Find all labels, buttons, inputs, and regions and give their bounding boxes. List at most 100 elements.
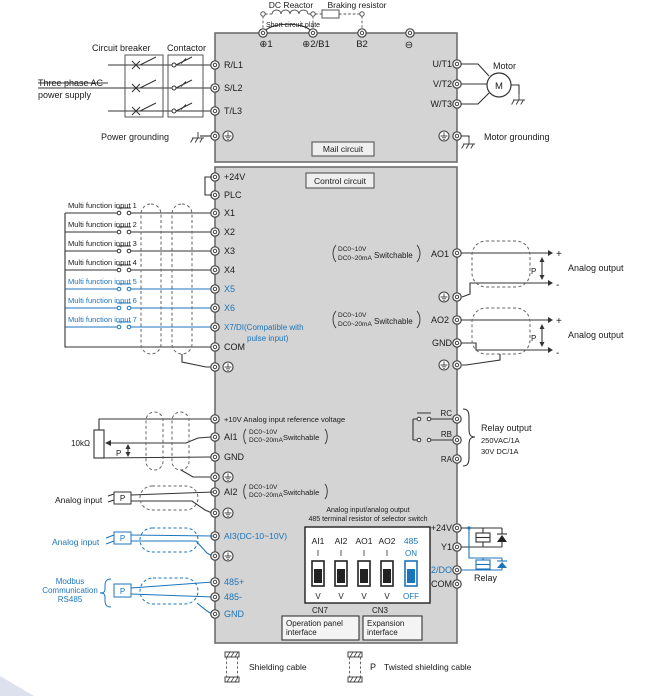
terminal-x1 (210, 208, 220, 218)
dip-header-2: 485 terminal resistor of selector switch (308, 516, 427, 523)
modbus-label-line3: RS485 (58, 595, 83, 604)
control-circuit-label-box (305, 172, 375, 189)
terminal-b2 (357, 28, 367, 38)
terminal-label-485p: 485+ (224, 577, 244, 587)
cn3-label: CN3 (372, 606, 389, 615)
terminal-label-24v-out: +24V (431, 523, 452, 533)
motor-grounding-icon (461, 137, 476, 149)
expansion-line1: Expansion (367, 619, 404, 628)
terminal-pe-right (452, 131, 462, 141)
twisted-pair-p-label: P (120, 494, 125, 503)
shielding-cable-icon (139, 485, 199, 511)
dip-v-mark: V (384, 592, 390, 601)
motor-chassis-ground-icon (511, 93, 526, 105)
shielding-cable-icon (471, 240, 531, 288)
operation-panel-interface-box (281, 615, 360, 641)
digital-output-section: +24V Y1 Y2/DO COM Relay (425, 523, 507, 589)
terminal-label-ut1: U/T1 (432, 59, 452, 69)
terminal-plus2-b1 (308, 28, 318, 38)
terminal-label-ai3: AI3(DC-10~10V) (224, 531, 287, 541)
terminal-24v-out (452, 523, 462, 533)
input-label-7: Multi function input 7 (68, 315, 137, 324)
terminal-label-x6: X6 (224, 303, 235, 313)
main-circuit-panel: Mail circuit (214, 32, 458, 163)
terminal-label-tl3: T/L3 (224, 106, 242, 116)
dip-switch-ai1[interactable] (311, 560, 325, 587)
terminal-485-plus (210, 577, 220, 587)
terminal-label-sl2: S/L2 (224, 83, 243, 93)
terminal-minus (405, 28, 415, 38)
terminal-rc (452, 414, 462, 424)
analog-input-label-ai3: Analog input (52, 537, 100, 547)
terminal-label-ra: RA (441, 455, 453, 464)
twisted-pair-p-label: P (531, 267, 536, 276)
terminal-label-vt2: V/T2 (433, 79, 452, 89)
terminal-label-485gnd: GND (224, 609, 245, 619)
dip-on-label: ON (405, 549, 417, 558)
terminal-label-ao2: AO2 (431, 315, 449, 325)
short-circuit-plate-label: Short circuit plate (266, 22, 320, 29)
terminal-label-rc: RC (440, 409, 452, 418)
dip-v-mark: V (361, 592, 367, 601)
shielding-cable-icon (140, 203, 162, 355)
dip-i-mark: I (317, 549, 319, 558)
power-grounding-label: Power grounding (101, 132, 169, 142)
terminal-label-485m: 485- (224, 592, 242, 602)
earth-icon (222, 507, 234, 519)
dip-v-mark: V (315, 592, 321, 601)
terminal-label-plc: PLC (224, 190, 242, 200)
terminal-x2 (210, 227, 220, 237)
analog-output-label-2: Analog output (568, 330, 624, 340)
digital-input-rows-black (65, 207, 211, 273)
potentiometer-value: 10kΩ (71, 439, 90, 448)
earth-icon (222, 550, 234, 562)
circuit-breaker-icon (131, 56, 157, 116)
terminal-pe (210, 551, 220, 561)
minus-sign: - (556, 280, 559, 291)
motor-label: Motor (493, 61, 516, 71)
input-label-4: Multi function input 4 (68, 258, 137, 267)
terminal-ao2 (452, 315, 462, 325)
main-circuit-label: Mail circuit (323, 144, 364, 154)
terminal-com-out (452, 579, 462, 589)
twisted-shielding-cable-icon (347, 651, 363, 683)
terminal-rb (452, 435, 462, 445)
circuit-breaker-box (124, 54, 164, 118)
analog-input-label-ai2: Analog input (55, 495, 103, 505)
analog-output-section: DC0~10V DC0~20mA Switchable AO1 P + - An… (332, 240, 624, 371)
dc-reactor-coil-icon (271, 9, 309, 15)
terminal-label-x4: X4 (224, 265, 235, 275)
terminal-plus1 (258, 28, 268, 38)
terminal-485-minus (210, 592, 220, 602)
twisted-pair-icon (113, 531, 132, 545)
operation-panel-line2: interface (286, 628, 317, 637)
earth-icon (222, 130, 234, 142)
motor-symbol: M (495, 81, 503, 92)
shielding-cable-icon (139, 527, 199, 553)
twisted-pair-p-label: P (116, 449, 121, 458)
dip-switch-485[interactable] (404, 560, 418, 587)
terminal-t-l3 (210, 106, 220, 116)
terminal-ai-gnd (210, 452, 220, 462)
terminal-pe (210, 508, 220, 518)
twisted-pair-p-label: P (120, 534, 125, 543)
shielding-cable-icon (171, 411, 190, 471)
terminal-s-l2 (210, 83, 220, 93)
input-label-5: Multi function input 5 (68, 277, 137, 286)
dip-switch-ao1[interactable] (357, 560, 371, 587)
legend-shielding-label: Shielding cable (249, 662, 307, 672)
dip-switch-ai2[interactable] (334, 560, 348, 587)
terminal-pe (452, 360, 462, 370)
digital-input-section: +24V PLC Multi function i (64, 172, 304, 373)
expansion-interface-box (362, 615, 423, 641)
power-input-section: R/L1 S/L2 T/L3 Circuit breaker Contactor… (38, 43, 243, 143)
terminal-x3 (210, 246, 220, 256)
terminal-pe (452, 292, 462, 302)
terminal-ao-gnd (452, 338, 462, 348)
terminal-label-rb: RB (441, 430, 452, 439)
twisted-pair-p-label: P (120, 587, 125, 596)
terminal-label-24v: +24V (224, 172, 245, 182)
terminal-label-gnd: GND (224, 452, 245, 462)
terminal-plc (210, 190, 220, 200)
dip-switch-ao2[interactable] (380, 560, 394, 587)
